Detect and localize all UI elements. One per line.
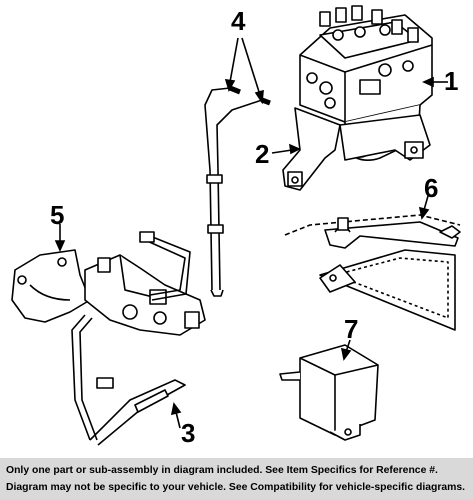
parts-diagram: 1 2 3 4 5 6 7 [11, 5, 461, 448]
callout-5: 5 [50, 200, 64, 230]
callout-3: 3 [181, 418, 195, 448]
control-module-drawing [279, 344, 379, 441]
callout-4: 4 [231, 6, 246, 36]
brake-lines-drawing [204, 85, 271, 297]
disclaimer-line-2: Diagram may not be specific to your vehi… [6, 482, 466, 493]
lower-brake-line-drawing [71, 231, 191, 446]
callout-1: 1 [444, 66, 458, 96]
mounting-bracket-drawing [282, 107, 431, 191]
callout-6: 6 [424, 173, 438, 203]
disclaimer-banner: Only one part or sub-assembly in diagram… [0, 458, 473, 500]
bracket-assembly-drawing [284, 214, 461, 331]
callout-7: 7 [344, 314, 358, 344]
callout-2: 2 [255, 139, 269, 169]
proportioning-valve-drawing [11, 249, 206, 336]
disclaimer-line-1: Only one part or sub-assembly in diagram… [6, 465, 438, 476]
leader-lines [54, 37, 448, 429]
